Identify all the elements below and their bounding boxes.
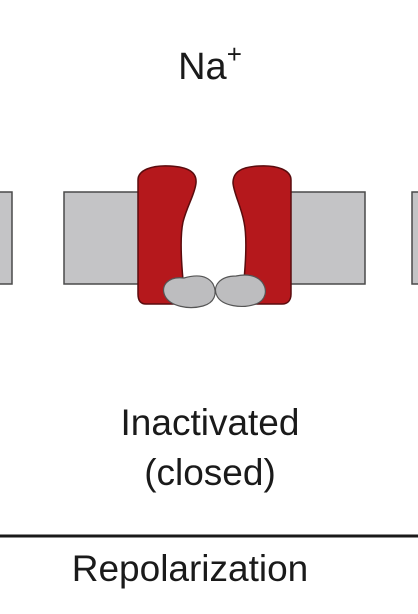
ion-charge: + — [226, 39, 242, 69]
membrane-segment-far-right — [411, 191, 418, 285]
channel-state-detail: (closed) — [144, 452, 276, 493]
membrane-segment-far-left — [0, 191, 13, 285]
channel-subunit-left — [137, 165, 197, 305]
channel-subunit-right — [232, 165, 292, 305]
inactivation-gate-left — [163, 275, 216, 309]
phase-label: Repolarization — [71, 548, 309, 589]
channel-state-label: Inactivated (closed) — [60, 398, 360, 498]
ion-symbol: Na — [178, 46, 227, 88]
inactivation-gate-right — [215, 274, 266, 307]
channel-state-name: Inactivated — [120, 402, 300, 443]
ion-label: Na+ — [150, 41, 270, 89]
